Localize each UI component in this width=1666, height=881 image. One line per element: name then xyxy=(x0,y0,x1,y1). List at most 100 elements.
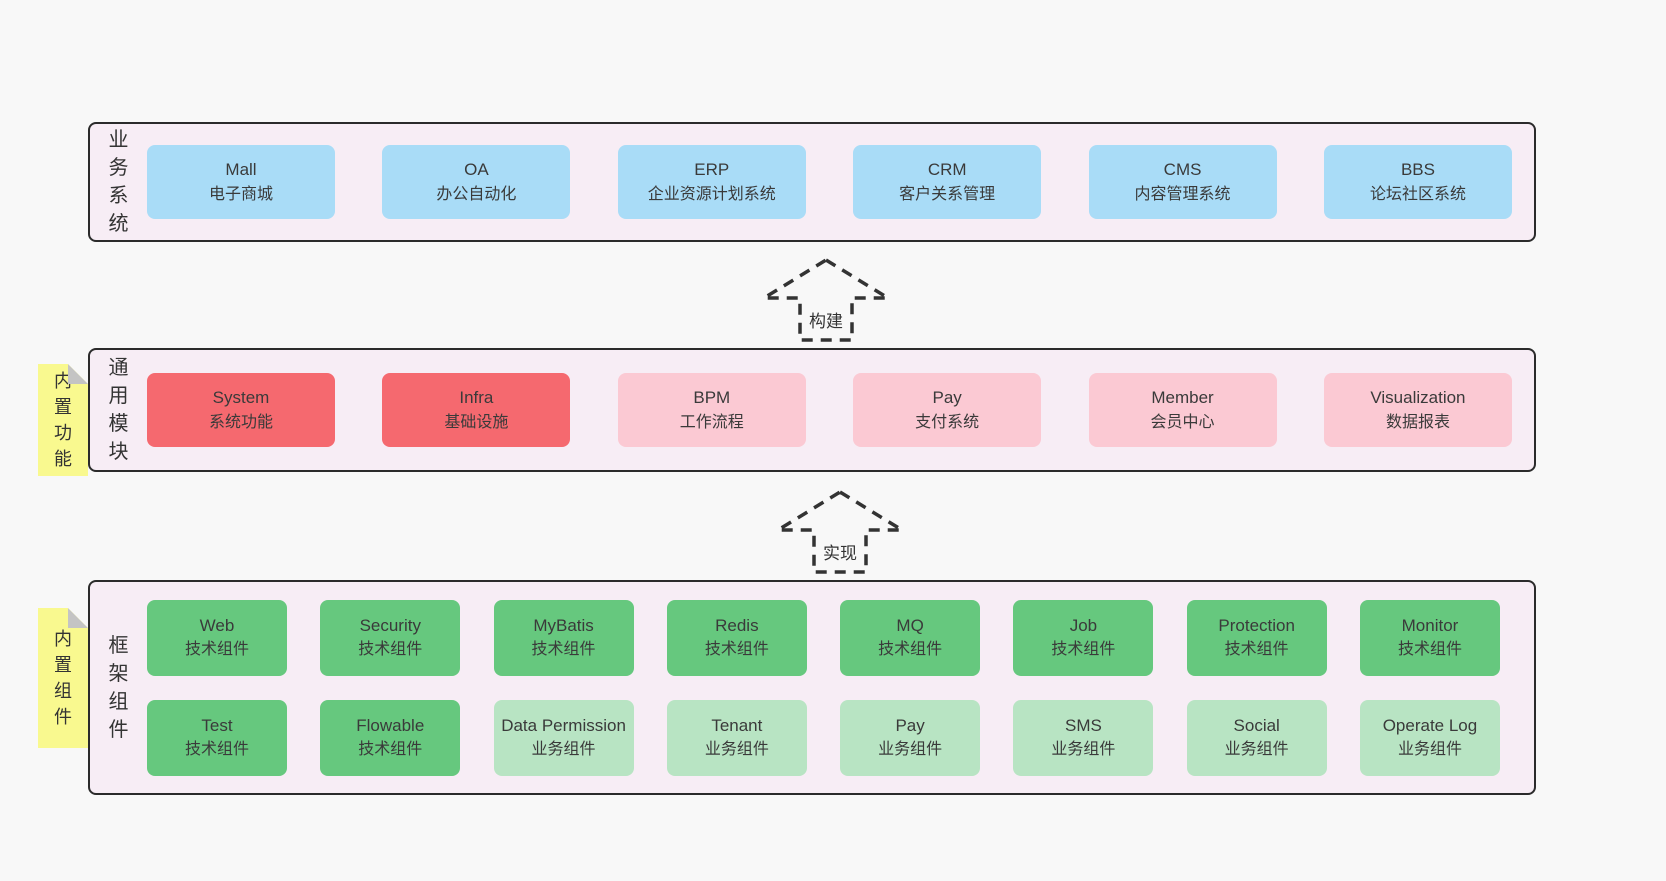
box-title: Pay xyxy=(932,388,962,408)
box-member: Member 会员中心 xyxy=(1088,373,1277,447)
box-title: Flowable xyxy=(356,715,425,735)
box-title: Redis xyxy=(715,615,759,635)
built-in-components-sticky-note: 内置组件 xyxy=(38,608,88,748)
box-security: Security 技术组件 xyxy=(320,599,461,676)
box-title: Data Permission xyxy=(501,715,626,735)
implement-arrow: 实现 xyxy=(770,486,910,576)
box-subtitle: 会员中心 xyxy=(1150,413,1215,431)
layer-label-column: 通用模块 xyxy=(90,350,147,470)
business-components-row: Test 技术组件 Flowable 技术组件 Data Permission … xyxy=(147,699,1500,776)
box-subtitle: 业务组件 xyxy=(704,741,769,759)
box-subtitle: 数据报表 xyxy=(1385,413,1450,431)
box-title: CMS xyxy=(1163,160,1202,180)
box-sms: SMS 业务组件 xyxy=(1013,699,1154,776)
box-erp: ERP 企业资源计划系统 xyxy=(617,145,806,219)
box-title: MyBatis xyxy=(533,615,594,635)
box-operate-log: Operate Log 业务组件 xyxy=(1359,699,1500,776)
box-title: Social xyxy=(1233,715,1280,735)
box-title: Infra xyxy=(459,388,494,408)
box-social: Social 业务组件 xyxy=(1186,699,1327,776)
build-arrow: 构建 xyxy=(756,254,896,344)
box-subtitle: 技术组件 xyxy=(184,741,249,759)
box-subtitle: 业务组件 xyxy=(1397,741,1462,759)
box-visualization: Visualization 数据报表 xyxy=(1323,373,1512,447)
box-subtitle: 业务组件 xyxy=(878,741,943,759)
box-web: Web 技术组件 xyxy=(147,599,287,676)
box-monitor: Monitor 技术组件 xyxy=(1359,599,1500,676)
box-mq: MQ 技术组件 xyxy=(840,599,981,676)
tech-components-row: Web 技术组件 Security 技术组件 MyBatis 技术组件 Redi… xyxy=(147,599,1500,676)
box-subtitle: 技术组件 xyxy=(531,641,596,659)
common-modules-row: System 系统功能 Infra 基础设施 BPM 工作流程 Pay 支付系统… xyxy=(147,350,1534,470)
box-subtitle: 技术组件 xyxy=(1397,641,1462,659)
box-subtitle: 办公自动化 xyxy=(436,185,517,203)
box-title: Visualization xyxy=(1370,388,1466,408)
box-bpm: BPM 工作流程 xyxy=(617,373,806,447)
common-modules-layer: 通用模块 System 系统功能 Infra 基础设施 BPM 工作流程 Pay… xyxy=(88,348,1536,472)
dashed-up-arrow-icon xyxy=(771,489,909,574)
business-systems-label: 业务系统 xyxy=(108,129,129,235)
box-mall: Mall 电子商城 xyxy=(147,145,335,219)
business-systems-row: Mall 电子商城 OA 办公自动化 ERP 企业资源计划系统 CRM 客户关系… xyxy=(147,124,1534,240)
folded-corner-icon xyxy=(68,364,88,384)
common-modules-label: 通用模块 xyxy=(108,357,129,463)
folded-corner-icon xyxy=(68,608,88,628)
box-title: MQ xyxy=(896,615,924,635)
built-in-components-label: 内置组件 xyxy=(54,628,72,728)
box-subtitle: 业务组件 xyxy=(1224,741,1289,759)
box-subtitle: 业务组件 xyxy=(1051,741,1116,759)
box-title: Pay xyxy=(895,715,925,735)
box-pay-component: Pay 业务组件 xyxy=(840,699,981,776)
box-subtitle: 论坛社区系统 xyxy=(1369,185,1466,203)
box-title: Tenant xyxy=(711,715,763,735)
box-protection: Protection 技术组件 xyxy=(1186,599,1327,676)
box-subtitle: 基础设施 xyxy=(444,413,509,431)
box-bbs: BBS 论坛社区系统 xyxy=(1323,145,1512,219)
box-subtitle: 业务组件 xyxy=(531,741,596,759)
framework-components-grid: Web 技术组件 Security 技术组件 MyBatis 技术组件 Redi… xyxy=(147,582,1534,793)
box-subtitle: 电子商城 xyxy=(208,185,273,203)
layer-label-column: 框架组件 xyxy=(90,582,147,793)
box-flowable: Flowable 技术组件 xyxy=(320,699,461,776)
box-subtitle: 技术组件 xyxy=(1051,641,1116,659)
box-title: CRM xyxy=(927,160,967,180)
box-subtitle: 技术组件 xyxy=(878,641,943,659)
box-title: Test xyxy=(201,715,233,735)
box-subtitle: 客户关系管理 xyxy=(899,185,996,203)
box-title: BPM xyxy=(693,388,731,408)
box-subtitle: 企业资源计划系统 xyxy=(647,185,776,203)
box-title: OA xyxy=(464,160,489,180)
box-subtitle: 系统功能 xyxy=(208,413,273,431)
box-job: Job 技术组件 xyxy=(1013,599,1154,676)
box-redis: Redis 技术组件 xyxy=(666,599,807,676)
implement-arrow-label: 实现 xyxy=(820,538,860,565)
box-subtitle: 技术组件 xyxy=(1224,641,1289,659)
build-arrow-label: 构建 xyxy=(806,306,846,333)
framework-components-layer: 框架组件 Web 技术组件 Security 技术组件 MyBatis 技术组件… xyxy=(88,580,1536,795)
box-system: System 系统功能 xyxy=(147,373,335,447)
box-subtitle: 支付系统 xyxy=(915,413,980,431)
built-in-features-sticky-note: 内置功能 xyxy=(38,364,88,476)
dashed-up-arrow-icon xyxy=(757,257,895,342)
framework-components-label: 框架组件 xyxy=(108,634,129,741)
box-title: SMS xyxy=(1064,715,1102,735)
box-subtitle: 技术组件 xyxy=(358,641,423,659)
box-title: System xyxy=(212,388,270,408)
box-subtitle: 内容管理系统 xyxy=(1134,185,1231,203)
box-crm: CRM 客户关系管理 xyxy=(853,145,1042,219)
layer-label-column: 业务系统 xyxy=(90,124,147,240)
business-systems-layer: 业务系统 Mall 电子商城 OA 办公自动化 ERP 企业资源计划系统 CRM… xyxy=(88,122,1536,242)
box-tenant: Tenant 业务组件 xyxy=(666,699,807,776)
box-infra: Infra 基础设施 xyxy=(382,373,571,447)
box-test: Test 技术组件 xyxy=(147,699,287,776)
box-subtitle: 技术组件 xyxy=(358,741,423,759)
box-title: Job xyxy=(1069,615,1098,635)
box-title: Operate Log xyxy=(1382,715,1478,735)
box-data-permission: Data Permission 业务组件 xyxy=(493,699,634,776)
box-subtitle: 工作流程 xyxy=(679,413,744,431)
box-title: Web xyxy=(199,615,235,635)
box-title: Protection xyxy=(1218,615,1295,635)
box-subtitle: 技术组件 xyxy=(704,641,769,659)
box-oa: OA 办公自动化 xyxy=(382,145,571,219)
box-title: Monitor xyxy=(1401,615,1459,635)
